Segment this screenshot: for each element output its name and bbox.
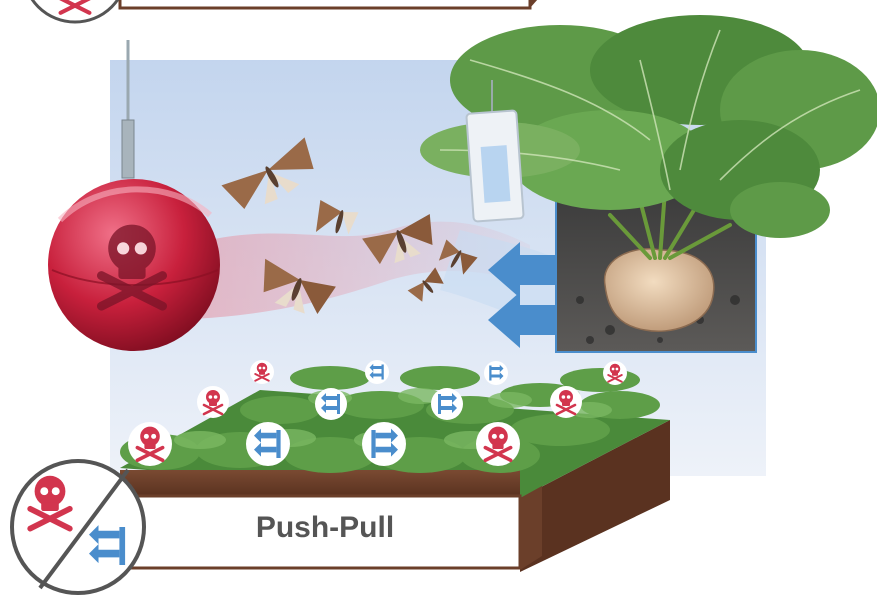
attract-marker xyxy=(550,386,582,418)
attract-marker xyxy=(197,386,229,418)
skull-slash-arrows-icon xyxy=(12,461,144,593)
repel-marker xyxy=(315,388,347,420)
attract-marker xyxy=(128,422,172,466)
repel-marker xyxy=(246,422,290,466)
repel-marker xyxy=(431,388,463,420)
attract-marker xyxy=(603,361,627,385)
repel-marker xyxy=(362,422,406,466)
attract-marker xyxy=(476,422,520,466)
repel-marker xyxy=(365,360,389,384)
top-frame-fragment xyxy=(23,0,546,22)
beet-root xyxy=(605,249,714,331)
attract-marker xyxy=(250,360,274,384)
caption-box xyxy=(120,486,542,570)
repel-marker xyxy=(484,361,508,385)
